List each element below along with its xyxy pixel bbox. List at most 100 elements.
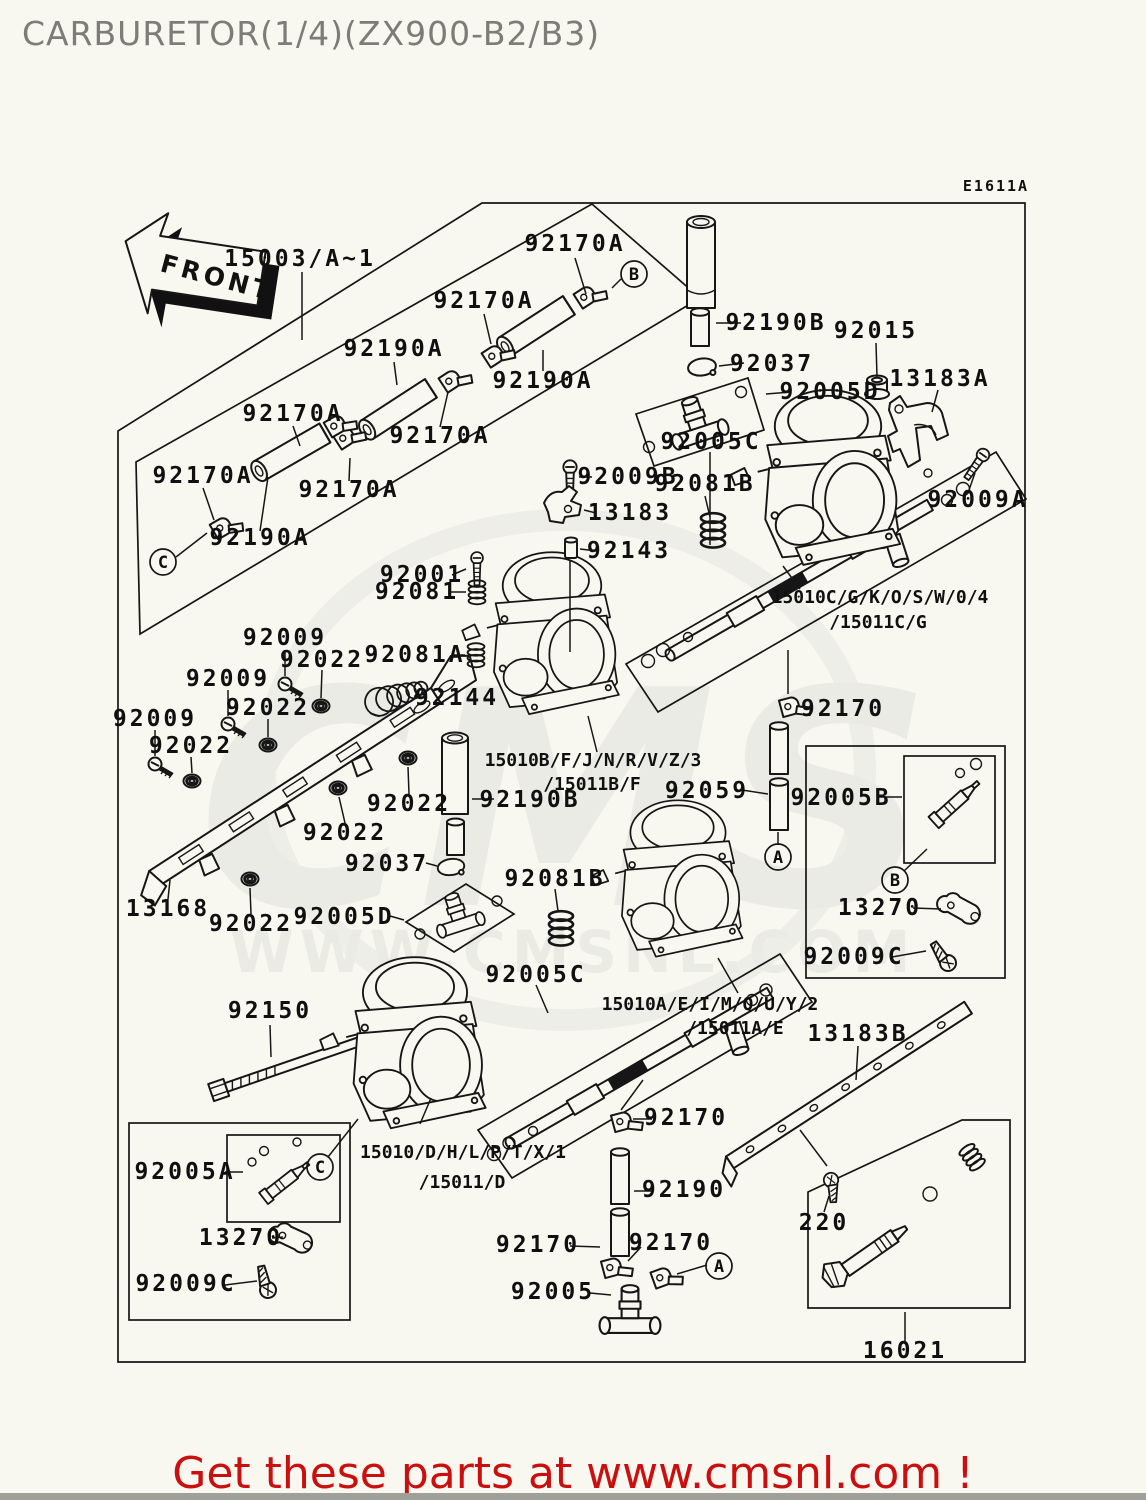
bracket-13183a [887, 395, 949, 478]
oring [292, 1137, 302, 1147]
screw-92009a [960, 445, 993, 484]
label-92009: 92009 [113, 706, 197, 732]
callout-b-2: B [881, 866, 909, 894]
callout-a-1: A [764, 843, 792, 871]
label-92170: 92170 [644, 1105, 728, 1131]
oring [258, 1145, 270, 1157]
cap-92190b-2 [441, 731, 469, 856]
label-92170a: 92170A [524, 231, 625, 257]
label-92170: 92170 [801, 696, 885, 722]
label-92190b: 92190B [479, 787, 580, 813]
label-92190b: 92190B [725, 310, 826, 336]
bracket-rail-13168 [140, 654, 478, 907]
label-92005a: 92005A [134, 1159, 235, 1185]
label-92037: 92037 [345, 851, 429, 877]
diagram-code: E1611A [963, 177, 1029, 195]
label-92150: 92150 [228, 998, 312, 1024]
bracket-13183 [543, 485, 582, 524]
oring [954, 767, 966, 779]
callout-b-1: B [620, 260, 648, 288]
outer-border [117, 202, 1026, 1363]
label-92170: 92170 [629, 1230, 713, 1256]
svg-text:C: C [315, 1158, 325, 1178]
svg-text:A: A [714, 1257, 724, 1277]
part-number-labels: E1611A 15003/A~1 92170A 92170A 92190A 92… [113, 177, 1029, 1364]
label-15003: 15003/A~1 [224, 246, 376, 272]
label-92015: 92015 [834, 318, 918, 344]
label-92081b: 92081B [654, 471, 755, 497]
label-92005: 92005 [511, 1279, 595, 1305]
label-92001: 92001 [380, 562, 464, 588]
label-92022: 92022 [209, 911, 293, 937]
svg-text:A: A [773, 848, 783, 868]
oring [491, 895, 503, 907]
footer-promo-text: Get these parts at www.cmsnl.com ! [172, 1448, 974, 1499]
oring [969, 757, 983, 771]
page-title: CARBURETOR(1/4)(ZX900-B2/B3) [22, 14, 601, 53]
label-92059: 92059 [665, 778, 749, 804]
cap-92190b-1 [686, 215, 716, 347]
label-220: 220 [799, 1210, 850, 1236]
group-box-92005a-inner [226, 1134, 341, 1223]
group-box-92005b-outer [805, 745, 1006, 979]
label-92005d: 92005D [293, 904, 394, 930]
label-15011a: /15011A/E [686, 1018, 784, 1039]
label-13183: 13183 [588, 500, 672, 526]
joint-rail-13183b [721, 1000, 973, 1188]
group-box-92005c-2 [476, 952, 814, 1180]
label-15010b: 15010B/F/J/N/R/V/Z/3 [485, 750, 702, 771]
group-box-92005d-1 [634, 376, 766, 468]
label-92143: 92143 [587, 538, 671, 564]
valve-assy-92005a [258, 1156, 314, 1205]
screw-92009c-2 [247, 1262, 281, 1302]
oring [642, 440, 656, 454]
label-92081a: 92081A [364, 642, 465, 668]
label-92144: 92144 [415, 685, 499, 711]
valve-assy-92005b [927, 775, 985, 830]
label-92005c: 92005C [485, 962, 586, 988]
callout-c-2: C [306, 1153, 334, 1181]
carburetor-body-1 [730, 389, 902, 566]
label-92190a: 92190A [492, 368, 593, 394]
label-16021: 16021 [863, 1338, 947, 1364]
fuel-screw-assy-16021 [821, 1140, 988, 1289]
label-92005b: 92005B [790, 785, 891, 811]
label-13168: 13168 [126, 896, 210, 922]
label-92170a: 92170A [298, 477, 399, 503]
float-92037-1 [685, 355, 719, 380]
bottom-pipe-column [598, 1107, 687, 1335]
callout-circles: B C A B A C [149, 260, 909, 1280]
label-13183a: 13183A [889, 366, 990, 392]
label-92009a: 92009A [927, 487, 1028, 513]
group-box-92005a-outer [128, 1122, 351, 1321]
label-92022: 92022 [303, 820, 387, 846]
oring [414, 928, 426, 940]
label-13270: 13270 [838, 895, 922, 921]
label-92081: 92081 [375, 579, 459, 605]
oring [734, 385, 748, 399]
label-92009: 92009 [243, 625, 327, 651]
label-92170a: 92170A [433, 288, 534, 314]
leader-lines [154, 257, 976, 1344]
label-92009c: 92009C [803, 944, 904, 970]
label-92190: 92190 [642, 1177, 726, 1203]
label-92009c: 92009C [135, 1271, 236, 1297]
label-92022: 92022 [280, 647, 364, 673]
bottom-strip [0, 1493, 1146, 1500]
label-15010a: 15010A/E/I/M/Q/U/Y/2 [602, 994, 819, 1015]
group-box-92005b-inner [903, 755, 996, 864]
svg-text:B: B [890, 871, 900, 891]
label-92005c: 92005C [660, 429, 761, 455]
label-92170a: 92170A [152, 463, 253, 489]
label-92022: 92022 [149, 733, 233, 759]
label-15010c: 15010C/G/K/O/S/W/0/4 [772, 587, 989, 608]
label-92022: 92022 [367, 791, 451, 817]
label-92170a: 92170A [242, 401, 343, 427]
label-92022: 92022 [226, 695, 310, 721]
label-15011b: /15011B/F [543, 774, 641, 795]
label-92190a: 92190A [209, 525, 310, 551]
callout-a-2: A [705, 1252, 733, 1280]
bracket-13270-1 [933, 889, 985, 927]
label-92009b: 92009B [577, 464, 678, 490]
